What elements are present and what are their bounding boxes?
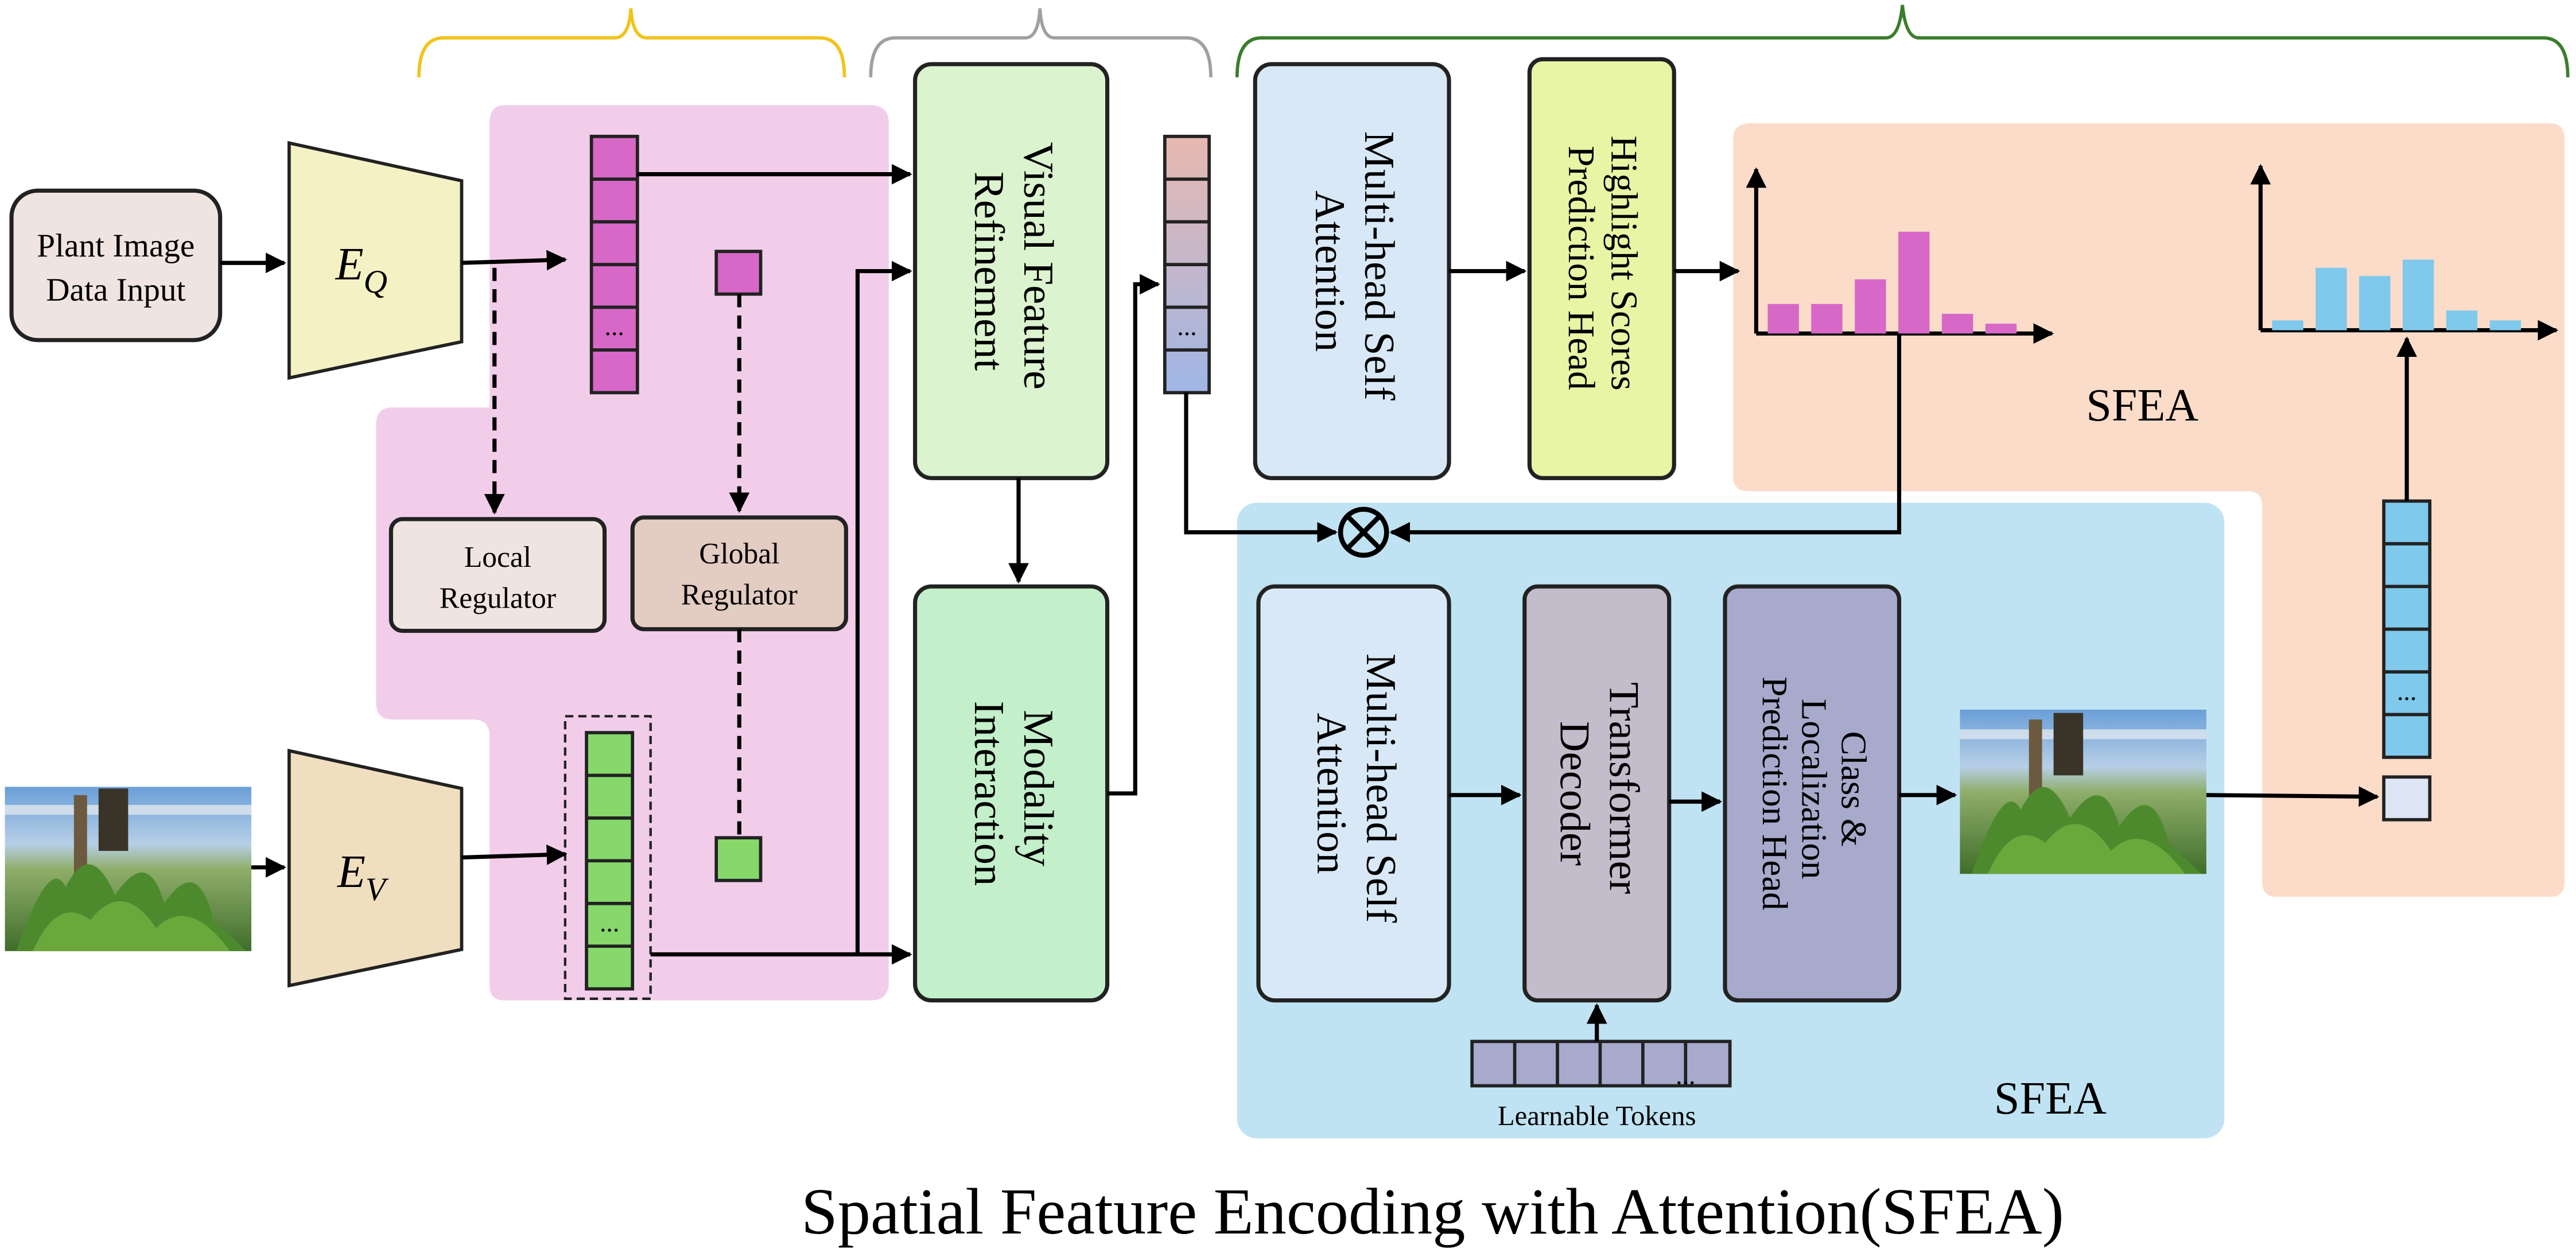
output-plant-photo [1960, 709, 2206, 874]
visual-feature-refinement-box [913, 62, 1110, 480]
visual-token-ellipsis: ... [600, 908, 619, 937]
global-regulator-line2: Regulator [681, 579, 798, 612]
bar-4 [1898, 231, 1930, 334]
visual-token-stack: ... [585, 731, 635, 991]
plant-image-input-box [9, 188, 223, 343]
visual-global-token [714, 836, 763, 882]
fused-token-stack: ... [1163, 134, 1211, 395]
figure-caption: Spatial Feature Encoding with Attention(… [801, 1175, 2064, 1248]
input-label-line1: Plant Image [37, 228, 195, 264]
score-token-stack: ... [2382, 499, 2432, 759]
highlight-head-label: Highlight Scores Prediction Head [1560, 135, 1645, 400]
mhsa-bottom-label: Multi-head Self Attention [1308, 653, 1404, 933]
local-regulator-line1: Local [464, 541, 531, 574]
bar-5 [1941, 313, 1973, 334]
dashed-connectors [484, 267, 750, 835]
learnable-tokens-row: ... [1470, 1040, 1732, 1090]
orange-region-label: SFEA [2086, 380, 2198, 431]
bar-5 [2446, 310, 2478, 330]
orange-region [1733, 123, 2565, 897]
query-encoder-eq [287, 141, 464, 380]
bar-6 [2489, 320, 2521, 330]
refined-score-chart [2250, 164, 2559, 341]
elementwise-multiply-node [1338, 507, 1389, 558]
fused-token-ellipsis: ... [1177, 312, 1196, 341]
modality-interaction-label: Modality Interaction [965, 701, 1062, 886]
blue-region-label: SFEA [1994, 1073, 2107, 1124]
visual-encoder-ev [287, 748, 464, 988]
connectors [220, 164, 2418, 1042]
local-regulator-box [388, 517, 607, 633]
bar-1 [1767, 303, 1799, 334]
transformer-decoder-label: Transformer Decoder [1551, 682, 1648, 905]
query-token-ellipsis: ... [605, 312, 624, 341]
query-global-token [714, 250, 763, 296]
local-regulator-line2: Regulator [440, 582, 556, 614]
global-regulator-box [630, 515, 848, 632]
visual-encoder-label: EV [337, 847, 389, 908]
visual-refinement-label: Visual Feature Refinement [965, 142, 1062, 400]
learnable-tokens-ellipsis: ... [1676, 1061, 1695, 1090]
global-regulator-line1: Global [699, 538, 779, 570]
bar-6 [1985, 324, 2017, 334]
input-plant-photo [5, 787, 252, 951]
score-token-ellipsis: ... [2397, 676, 2416, 706]
query-token-stack: ... [589, 134, 639, 395]
bar-4 [2402, 259, 2434, 330]
bar-1 [2272, 320, 2303, 330]
input-label-line2: Data Input [46, 272, 185, 308]
bar-3 [2359, 276, 2391, 330]
query-encoder-label: EQ [335, 239, 387, 300]
brace-refinement [869, 8, 1213, 77]
bar-2 [1811, 303, 1843, 334]
highlight-head-box [1527, 57, 1676, 480]
mhsa-top-label: Multi-head Self Attention [1306, 131, 1402, 411]
learnable-tokens-label: Learnable Tokens [1498, 1100, 1696, 1131]
transformer-decoder-box [1522, 584, 1672, 1003]
highlight-score-chart [1746, 167, 2054, 344]
class-localization-label: Class & Localization Prediction Head [1755, 676, 1874, 910]
bar-2 [2315, 267, 2347, 330]
brace-encoders [417, 8, 846, 77]
brace-prediction [1235, 5, 2570, 77]
bar-3 [1855, 279, 1886, 334]
score-global-token [2382, 775, 2432, 822]
